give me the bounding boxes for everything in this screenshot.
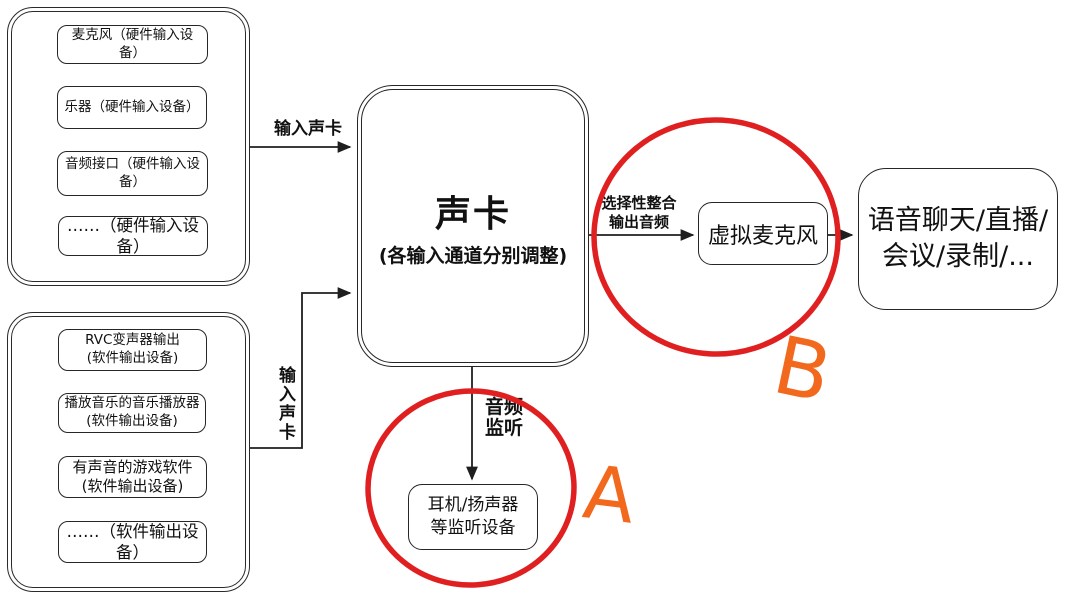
edge-label-monitor-line2: 监听 xyxy=(484,416,523,439)
node-apps: 语音聊天/直播/ 会议/录制/... xyxy=(858,168,1058,310)
node-sound-card: 声卡 (各输入通道分别调整) xyxy=(357,85,589,367)
node-audio-interface: 音频接口（硬件输入设备） xyxy=(57,151,208,196)
node-game-audio: 有声音的游戏软件 (软件输出设备) xyxy=(58,456,207,498)
edge-label-selective-line1: 选择性整合 xyxy=(601,194,677,212)
node-audio-interface-label: 音频接口（硬件输入设备） xyxy=(65,155,200,190)
edge-label-monitor-line1: 音频 xyxy=(484,396,523,418)
node-monitor-device: 耳机/扬声器 等监听设备 xyxy=(408,484,538,550)
node-other-hardware-label: ……（硬件输入设备） xyxy=(67,215,199,256)
node-rvc-output-line2: (软件输出设备) xyxy=(86,350,179,366)
node-other-hardware: ……（硬件输入设备） xyxy=(58,216,208,256)
node-instrument: 乐器（硬件输入设备） xyxy=(57,86,207,129)
node-rvc-output: RVC变声器输出 (软件输出设备) xyxy=(58,329,207,371)
node-game-audio-line1: 有声音的游戏软件 xyxy=(72,457,193,476)
node-game-audio-line2: (软件输出设备) xyxy=(81,477,184,495)
apps-line2: 会议/录制/... xyxy=(882,241,1034,272)
annotation-letter-a: A xyxy=(578,449,640,541)
virtual-mic-label: 虚拟麦克风 xyxy=(707,223,818,249)
node-microphone: 麦克风（硬件输入设备） xyxy=(57,25,208,64)
monitor-device-line2: 等监听设备 xyxy=(430,518,516,538)
sound-card-subtitle: (各输入通道分别调整) xyxy=(378,244,568,267)
edge-label-selective-mix: 选择性整合 输出音频 xyxy=(595,194,683,232)
node-microphone-label: 麦克风（硬件输入设备） xyxy=(71,26,194,61)
sound-card-title: 声卡 xyxy=(434,193,511,235)
edge-label-selective-line2: 输出音频 xyxy=(608,212,669,231)
node-other-software: ……（软件输出设备） xyxy=(58,521,207,563)
node-music-player-line1: 播放音乐的音乐播放器 xyxy=(64,395,200,412)
node-music-player: 播放音乐的音乐播放器 (软件输出设备) xyxy=(58,393,206,433)
edge-label-input-top: 输入声卡 xyxy=(274,119,342,139)
node-rvc-output-line1: RVC变声器输出 xyxy=(85,332,180,349)
node-virtual-mic: 虚拟麦克风 xyxy=(698,202,828,265)
edge-label-audio-monitor: 音频 监听 xyxy=(482,397,526,439)
node-other-software-label: ……（软件输出设备） xyxy=(66,521,199,562)
apps-line1: 语音聊天/直播/ xyxy=(867,204,1049,236)
monitor-device-line1: 耳机/扬声器 xyxy=(427,495,519,516)
connector-software-to-soundcard xyxy=(245,287,352,449)
node-instrument-label: 乐器（硬件输入设备） xyxy=(64,98,200,115)
node-music-player-line2: (软件输出设备) xyxy=(86,413,178,429)
hardware-input-group: 麦克风（硬件输入设备） 乐器（硬件输入设备） 音频接口（硬件输入设备） ……（硬… xyxy=(7,7,250,286)
software-output-group: RVC变声器输出 (软件输出设备) 播放音乐的音乐播放器 (软件输出设备) 有声… xyxy=(7,312,250,592)
edge-label-input-bottom: 输入声卡 xyxy=(275,366,295,442)
